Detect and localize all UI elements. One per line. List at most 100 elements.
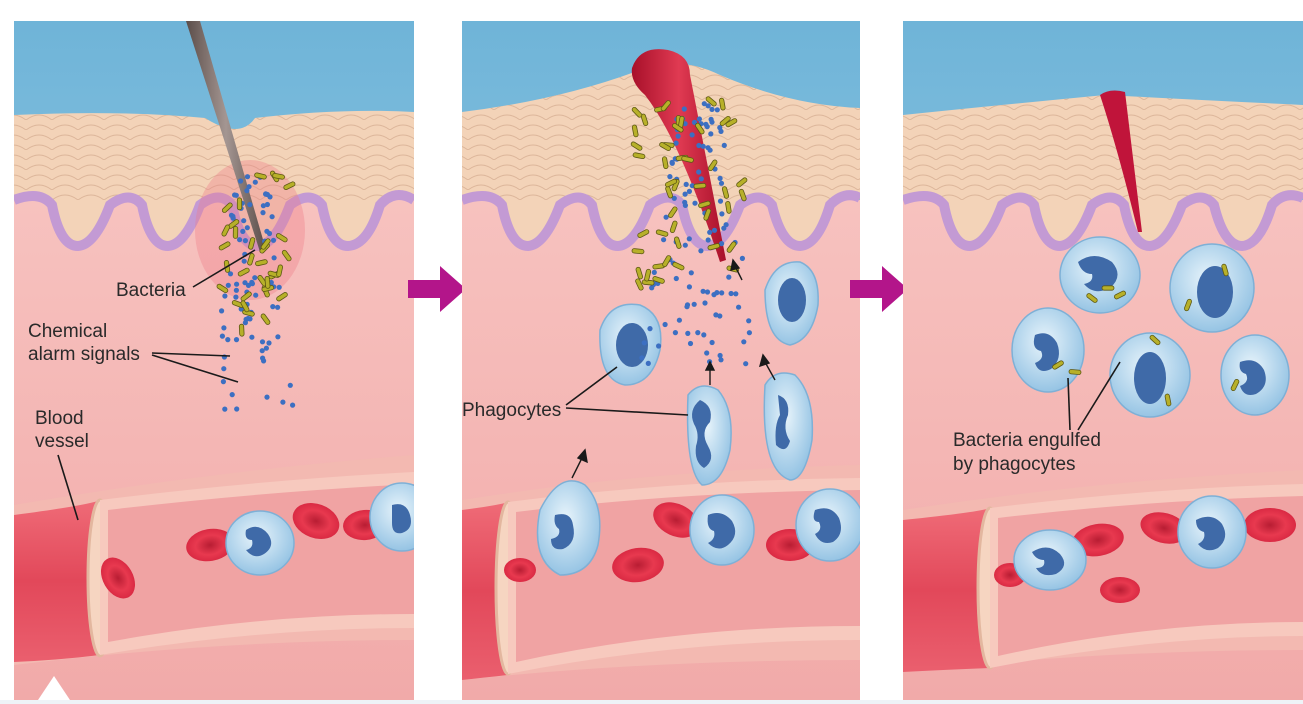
signal-dot xyxy=(726,275,731,280)
signal-dot xyxy=(683,243,688,248)
signal-dot xyxy=(270,304,275,309)
signal-dot xyxy=(718,176,723,181)
label-chemical: Chemical xyxy=(28,321,107,342)
label-bacteria-engulfed: Bacteria engulfed xyxy=(953,430,1101,451)
signal-dot xyxy=(219,308,224,313)
signal-dot xyxy=(696,143,701,148)
signal-dot xyxy=(280,400,285,405)
signal-dot xyxy=(664,215,669,220)
bottom-strip xyxy=(0,700,1303,704)
label-by-phagocytes: by phagocytes xyxy=(953,454,1076,475)
phagocyte xyxy=(370,483,434,551)
phagocyte xyxy=(1012,308,1084,392)
panel-2: Phagocytes xyxy=(462,21,864,700)
signal-dot xyxy=(747,330,752,335)
signal-dot xyxy=(221,325,226,330)
signal-dot xyxy=(225,337,230,342)
signal-dot xyxy=(697,116,702,121)
signal-dot xyxy=(652,270,657,275)
signal-dot xyxy=(275,305,280,310)
signal-dot xyxy=(710,340,715,345)
phagocyte xyxy=(796,489,864,561)
signal-dot xyxy=(702,101,707,106)
signal-dot xyxy=(746,318,751,323)
signal-dot xyxy=(677,318,682,323)
signal-dot xyxy=(226,283,231,288)
bacterium xyxy=(265,276,270,288)
signal-dot xyxy=(647,326,652,331)
signal-dot xyxy=(719,211,724,216)
signal-dot xyxy=(718,357,723,362)
signal-dot xyxy=(743,361,748,366)
red-blood-cell xyxy=(1100,577,1140,603)
panel-3: Bacteria engulfed by phagocytes xyxy=(903,21,1303,700)
signal-dot xyxy=(714,290,719,295)
phagocyte xyxy=(226,511,294,575)
signal-dot xyxy=(242,280,247,285)
signal-dot xyxy=(222,293,227,298)
signal-dot xyxy=(674,276,679,281)
signal-dot xyxy=(234,193,239,198)
signal-dot xyxy=(639,355,644,360)
signal-dot xyxy=(270,214,275,219)
signal-dot xyxy=(690,132,695,137)
signal-dot xyxy=(705,124,710,129)
signal-dot xyxy=(277,285,282,290)
bacterium xyxy=(239,324,244,336)
signal-dot xyxy=(687,284,692,289)
signal-dot xyxy=(719,290,724,295)
label-phagocytes: Phagocytes xyxy=(462,400,561,421)
signal-dot xyxy=(221,366,226,371)
bacterium xyxy=(694,183,706,188)
signal-dot xyxy=(245,225,250,230)
signal-dot xyxy=(718,353,723,358)
signal-dot xyxy=(685,331,690,336)
phagocyte xyxy=(1221,335,1289,415)
panel-1: Bacteria Chemical alarm signals Blood ve… xyxy=(14,21,434,700)
signal-dot xyxy=(687,189,692,194)
bacterium xyxy=(237,198,241,210)
signal-dot xyxy=(247,316,252,321)
signal-dot xyxy=(264,395,269,400)
signal-dot xyxy=(705,289,710,294)
red-blood-cell xyxy=(1244,508,1296,542)
signal-dot xyxy=(740,256,745,261)
signal-dot xyxy=(275,334,280,339)
signal-dot xyxy=(670,160,675,165)
signal-dot xyxy=(290,403,295,408)
signal-dot xyxy=(241,218,246,223)
label-alarm-signals: alarm signals xyxy=(28,344,140,365)
signal-dot xyxy=(234,288,239,293)
label-blood: Blood xyxy=(35,408,84,429)
signal-dot xyxy=(230,392,235,397)
signal-dot xyxy=(663,322,668,327)
phagocyte xyxy=(1178,496,1246,568)
bacterium xyxy=(1102,286,1114,290)
signal-dot xyxy=(682,106,687,111)
signal-dot xyxy=(260,356,265,361)
bacterium xyxy=(632,248,644,254)
signal-dot xyxy=(642,340,647,345)
signal-dot xyxy=(718,129,723,134)
signal-dot xyxy=(687,236,692,241)
signal-dot xyxy=(733,291,738,296)
signal-dot xyxy=(673,330,678,335)
signal-dot xyxy=(709,117,714,122)
signal-dot xyxy=(265,202,270,207)
signal-dot xyxy=(264,229,269,234)
signal-dot xyxy=(260,210,265,215)
signal-dot xyxy=(689,270,694,275)
signal-dot xyxy=(234,406,239,411)
signal-dot xyxy=(682,200,687,205)
label-bacteria: Bacteria xyxy=(116,280,186,301)
signal-dot xyxy=(242,259,247,264)
signal-dot xyxy=(245,174,250,179)
phagocyte xyxy=(1170,244,1254,332)
signal-dot xyxy=(699,176,704,181)
signal-dot xyxy=(702,300,707,305)
signal-dot xyxy=(244,188,249,193)
signal-dot xyxy=(719,181,724,186)
signal-dot xyxy=(684,304,689,309)
signal-dot xyxy=(253,180,258,185)
